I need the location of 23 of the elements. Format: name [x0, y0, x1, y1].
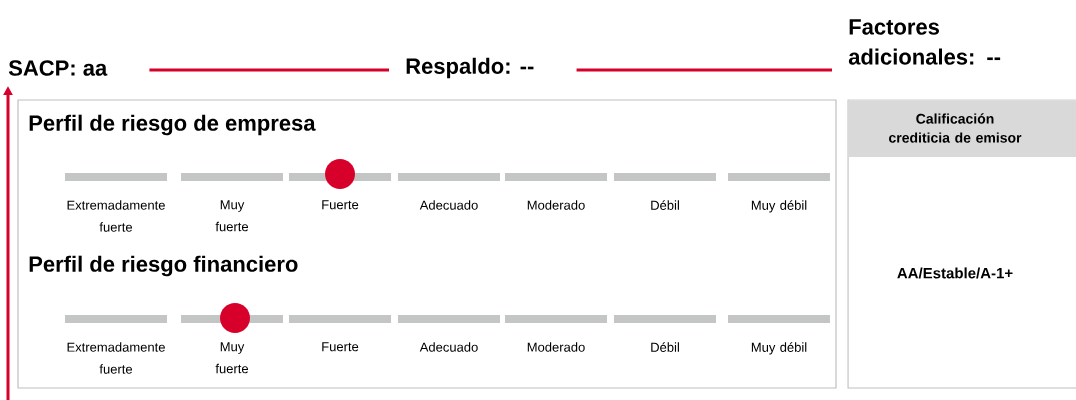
scale-label: Débil — [651, 342, 679, 352]
scale-label: Moderado — [527, 342, 585, 352]
scale-label: Fuerte — [322, 342, 359, 352]
heading-text: SACP: aa — [8, 60, 108, 76]
section-heading: Perfil de riesgo de empresa — [29, 114, 316, 136]
scale-label: Muy débil — [751, 342, 807, 355]
scale-label: Muy fuerte — [215, 200, 249, 232]
scale-label: Moderado — [527, 200, 585, 210]
rating-text: AA/Estable/A-1+ — [897, 267, 1013, 279]
section-heading: Perfil de riesgo financiero — [29, 255, 298, 277]
scale-label: Extremadamente fuerte — [67, 342, 165, 374]
scale-label: Fuerte — [322, 200, 359, 210]
scale-label: Muy débil — [751, 200, 807, 213]
connector-line — [149, 68, 389, 72]
scale-label: Extremadamente fuerte — [67, 200, 165, 232]
connector-line — [576, 68, 832, 72]
scale-label: Adecuado — [419, 342, 478, 352]
scale-label: Muy fuerte — [215, 342, 249, 374]
scale-label: Adecuado — [419, 200, 478, 210]
heading-text: Respaldo: -- — [406, 57, 534, 79]
scale-label: Débil — [651, 200, 679, 210]
header-band: Calificación crediticia de emisor — [848, 100, 1076, 157]
heading-text: Factores adicionales: -- — [848, 19, 1001, 65]
